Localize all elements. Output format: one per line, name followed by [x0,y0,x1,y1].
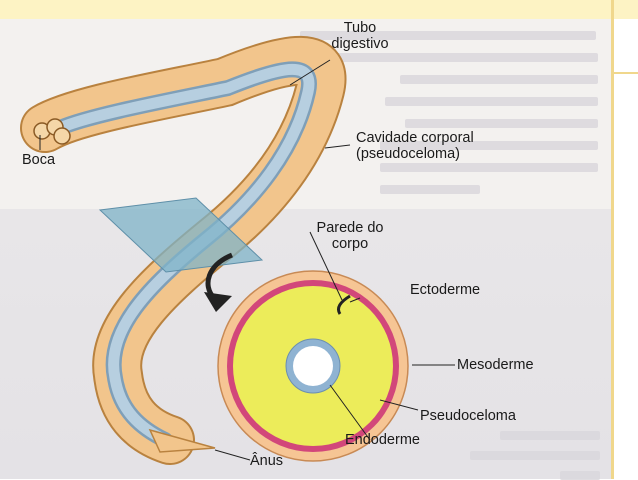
label-cavidade-line1: Cavidade corporal [356,130,474,146]
leader-pseudoceloma [379,399,419,411]
leader-anus [214,449,251,461]
label-pseudoceloma: Pseudoceloma [420,408,516,424]
label-parede-line1: Parede do [316,220,384,236]
label-tubo-line1: Tubo [343,20,377,36]
label-boca: Boca [22,152,56,168]
digestive-tube-fill [54,63,315,446]
section-plane [98,197,264,273]
top-band [0,0,638,19]
worm-tail [148,428,216,453]
label-mesoderme: Mesoderme [457,357,534,373]
right-border-rule [611,0,614,479]
leader-parede [309,231,343,301]
gut-lumen [293,346,333,386]
label-anus: Ânus [250,453,284,469]
label-tubo-line2: digestivo [331,36,389,52]
arrow-head [204,292,232,312]
label-ectoderme: Ectoderme [410,282,481,298]
label-cavidade-line2: (pseudoceloma) [356,146,460,162]
wall-marker [336,294,351,315]
label-cavidade-corporal: Cavidade corporal (pseudoceloma) [356,130,474,162]
label-parede-do-corpo: Parede do corpo [295,220,405,252]
label-parede-line2: corpo [331,236,369,252]
leader-endoderme [329,384,371,441]
leader-ectoderme [349,297,361,303]
label-tubo-digestivo: Tubo digestivo [320,20,400,52]
leader-tubo [289,59,331,86]
right-border-tick [611,72,638,74]
label-endoderme: Endoderme [345,432,420,448]
leader-lines [39,59,455,461]
mouth-lip [53,127,71,145]
leader-cavidade [324,144,351,149]
